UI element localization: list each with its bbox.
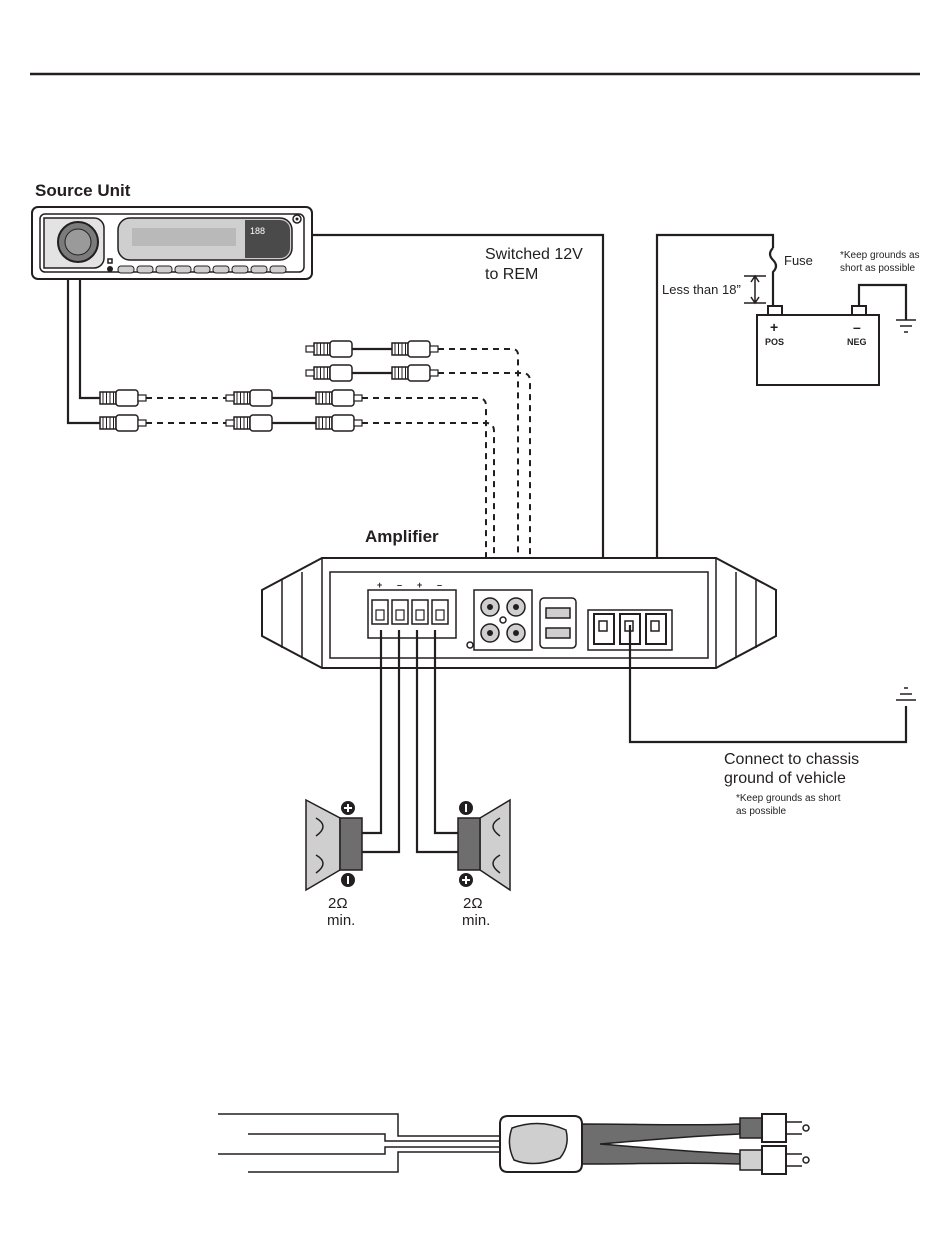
rca-plug (226, 415, 272, 431)
speaker-terminal-label: – (437, 580, 442, 590)
rca-plug (100, 390, 146, 406)
source-rca-lead-1 (80, 279, 100, 398)
speaker-terminal-label: + (417, 580, 422, 590)
head-unit-display-text: 188 (250, 226, 265, 236)
ground-symbol-top (896, 320, 916, 332)
keep-grounds-bottom-1: *Keep grounds as short (736, 793, 841, 804)
preset-button (156, 266, 172, 273)
battery: + – POS NEG (757, 306, 879, 385)
preset-buttons (118, 266, 286, 273)
rca-dashed-routing (362, 349, 530, 585)
preset-button (175, 266, 191, 273)
keep-grounds-bottom-2: as possible (736, 806, 786, 817)
chassis-label-1: Connect to chassis (724, 751, 859, 768)
rca-cables (100, 341, 438, 431)
source-rca-lead-2 (68, 279, 100, 423)
keep-grounds-top-2: short as possible (840, 263, 915, 274)
y-adapter-cable (218, 1114, 809, 1174)
amplifier-title: Amplifier (365, 527, 439, 546)
speaker-right-impedance: 2Ω (463, 895, 483, 912)
rca-plug (306, 365, 352, 381)
rca-plug (392, 365, 438, 381)
preset-button (213, 266, 229, 273)
switched-label-2: to REM (485, 266, 538, 283)
rca-plug (392, 341, 438, 357)
dimension-marker (744, 276, 766, 303)
battery-pos-symbol: + (770, 319, 778, 335)
preset-button (251, 266, 267, 273)
preset-button (194, 266, 210, 273)
preset-button (118, 266, 134, 273)
preset-button (232, 266, 248, 273)
source-unit: 188 (32, 207, 312, 279)
rca-plug (316, 390, 362, 406)
speaker-left-min: min. (327, 912, 355, 929)
fuse-label: Fuse (784, 253, 813, 268)
speaker-terminal-label: – (397, 580, 402, 590)
preset-button (137, 266, 153, 273)
speaker-left-impedance: 2Ω (328, 895, 348, 912)
fuse-symbol (770, 248, 776, 306)
ground-symbol-bottom (896, 688, 916, 700)
rca-plug (100, 415, 146, 431)
speaker-terminal-label: + (377, 580, 382, 590)
battery-neg-symbol: – (853, 319, 861, 335)
rca-plug (306, 341, 352, 357)
rca-plug (316, 415, 362, 431)
switched-label-1: Switched 12V (485, 246, 583, 263)
battery-neg-label: NEG (847, 337, 867, 347)
speaker-right-min: min. (462, 912, 490, 929)
rca-plug (226, 390, 272, 406)
amplifier: + – + – (262, 558, 776, 668)
speaker-left (306, 800, 362, 890)
source-unit-title: Source Unit (35, 181, 131, 200)
less-than-label: Less than 18” (662, 282, 741, 297)
speaker-right (458, 800, 510, 890)
preset-button (270, 266, 286, 273)
keep-grounds-top-1: *Keep grounds as (840, 250, 920, 261)
chassis-label-2: ground of vehicle (724, 770, 846, 787)
battery-pos-label: POS (765, 337, 784, 347)
